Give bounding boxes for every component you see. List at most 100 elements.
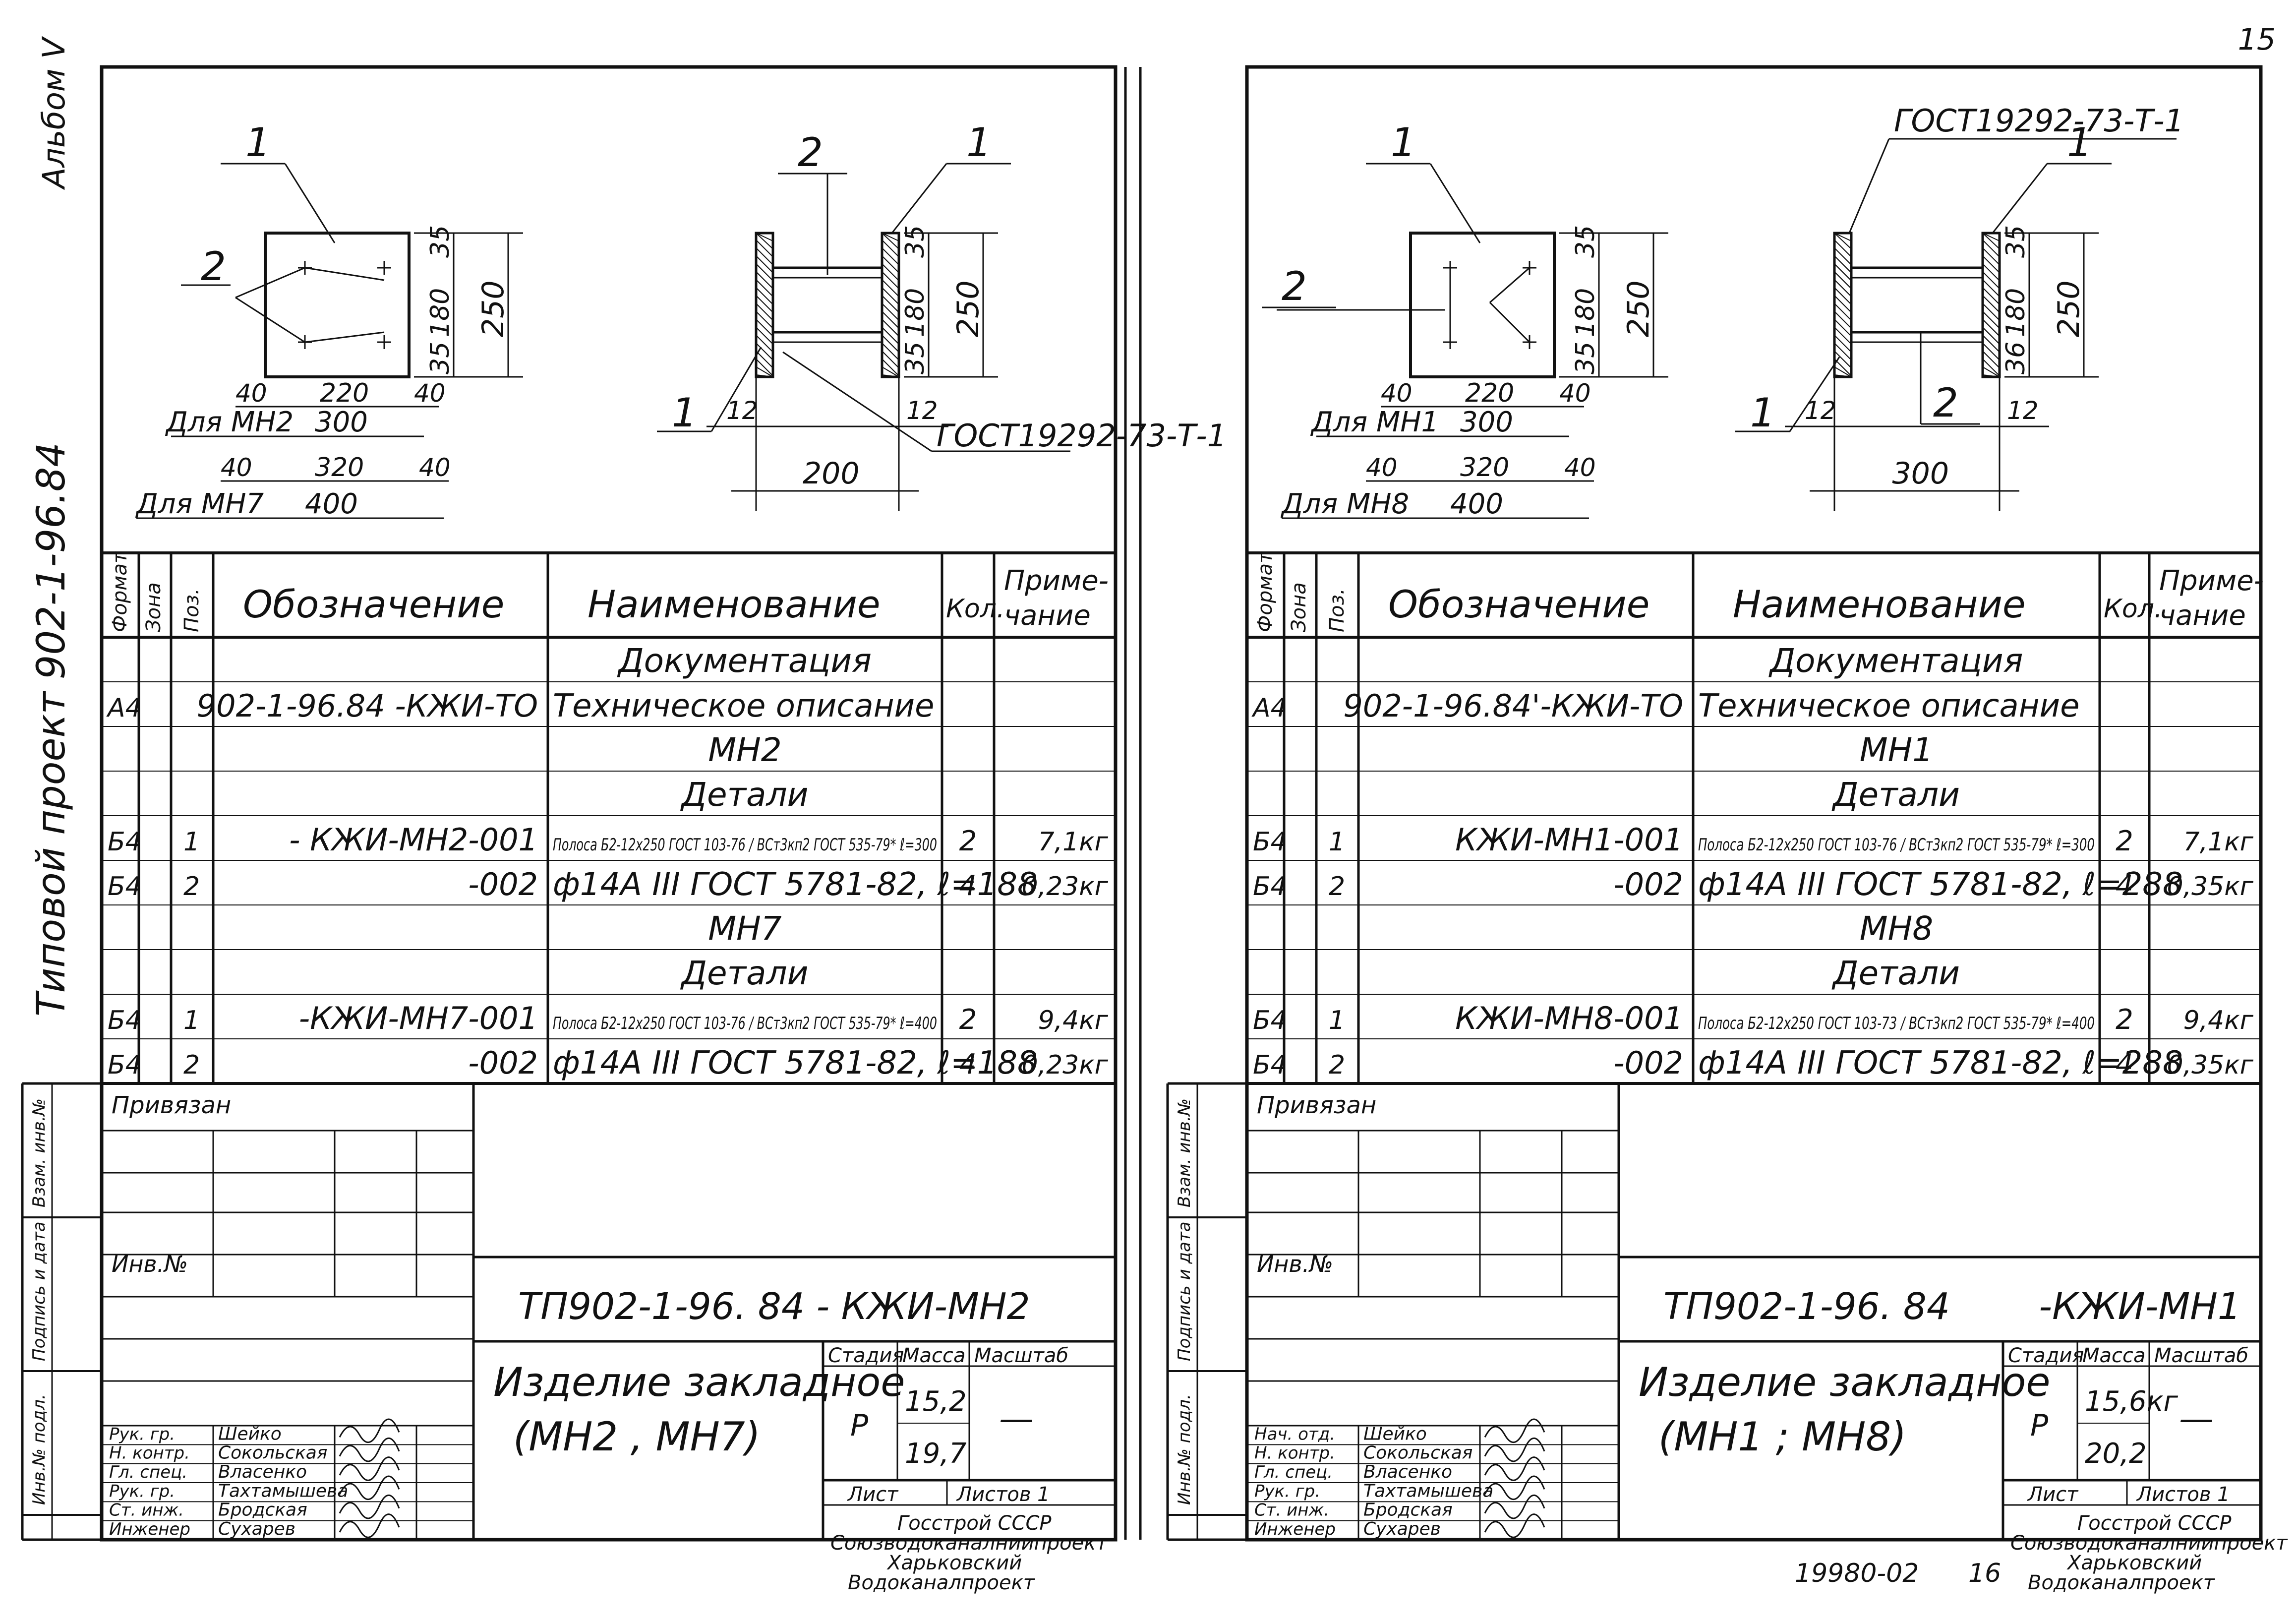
left-staff-name: Тахтамышева: [218, 1481, 348, 1501]
right-side-label-vzam: Взам. инв.№: [1175, 1098, 1194, 1207]
left-row-name: ф14А III ГОСТ 5781-82, ℓ=188: [553, 1045, 1038, 1081]
left-staff-role: Ст. инж.: [109, 1501, 184, 1520]
right-row-note: 0,35кг: [2167, 872, 2253, 901]
left-row-name: Детали: [680, 776, 808, 814]
left-leader-line: [891, 163, 947, 234]
right-row-name: Детали: [1831, 954, 1960, 992]
left-stage-header: Стадия: [828, 1344, 904, 1367]
left-dim-300: 300: [315, 406, 368, 438]
left-row-name: МН7: [708, 909, 782, 948]
right-staff-name: Сокольская: [1363, 1443, 1472, 1463]
right-staff-name: Сухарев: [1363, 1519, 1441, 1539]
right-dim-320: 320: [1460, 453, 1509, 482]
right-org-4: Водоканалпроект: [2028, 1571, 2216, 1594]
right-dim-180: 180: [2001, 288, 2031, 337]
left-row-qty: 2: [959, 1004, 977, 1036]
left-row-pos: 2: [183, 872, 200, 901]
right-row-qty: 2: [2116, 1004, 2133, 1036]
right-signature: [1484, 1475, 1545, 1501]
right-title-2: (МН1 ; МН8): [1658, 1414, 1906, 1460]
right-staff-name: Шейко: [1363, 1424, 1427, 1444]
right-hdr-qty: Кол.: [2104, 594, 2163, 624]
right-dim-35: 35: [2001, 225, 2031, 258]
left-row-name: Полоса Б2-12х250 ГОСТ 103-76 / ВСт3кп2 Г…: [553, 1014, 937, 1033]
left-row-designation: 902-1-96.84 -КЖИ-ТО: [197, 688, 538, 724]
right-scale-value: —: [2179, 1398, 2214, 1439]
right-hdr-pos: Поз.: [1326, 588, 1349, 632]
right-gost-callout: ГОСТ19292-73-Т-1: [1894, 103, 2184, 139]
right-row-pos: 1: [1329, 827, 1345, 857]
right-row-pos: 1: [1329, 1006, 1345, 1035]
left-staff-name: Сокольская: [218, 1443, 327, 1463]
right-signature: [1484, 1513, 1545, 1538]
right-dim-40: 40: [1381, 379, 1413, 408]
right-row-name: Детали: [1831, 776, 1960, 814]
right-callout-1: 1: [1391, 120, 1416, 166]
left-row-format: Б4: [108, 1050, 142, 1080]
right-row-format: Б4: [1253, 827, 1287, 857]
left-row-designation: -002: [468, 866, 538, 902]
right-row-qty: 4: [2116, 870, 2133, 902]
left-signature: [339, 1475, 400, 1501]
left-dim-250: 250: [476, 280, 511, 337]
left-side-label-vzam: Взам. инв.№: [29, 1098, 49, 1207]
left-stage-value: Р: [850, 1408, 869, 1443]
right-row-designation: КЖИ-МН8-001: [1455, 1000, 1683, 1036]
left-row-name: ф14А III ГОСТ 5781-82, ℓ=188: [553, 866, 1038, 903]
left-row-qty: 2: [959, 825, 977, 857]
right-row-qty: 2: [2116, 825, 2133, 857]
right-org-3: Харьковский: [2066, 1552, 2202, 1574]
right-row-pos: 2: [1329, 1050, 1345, 1080]
right-mass-1: 15,6кг: [2085, 1385, 2178, 1418]
left-dim-400: 400: [305, 488, 358, 520]
right-dim-35: 35: [1571, 225, 1600, 258]
right-org-2: Союзводоканалниипроект: [2010, 1532, 2288, 1555]
left-row-name: Документация: [617, 642, 872, 680]
left-row-qty: 4: [959, 1048, 977, 1081]
right-plate-right: [1981, 232, 2001, 378]
left-row-pos: 2: [183, 1050, 200, 1080]
left-row-qty: 4: [959, 870, 977, 902]
left-dim-35: 35: [900, 225, 930, 258]
left-staff-name: Бродская: [218, 1500, 307, 1520]
left-signature: [339, 1513, 400, 1538]
right-signature: [1484, 1456, 1545, 1481]
right-row-note: 0,35кг: [2167, 1050, 2253, 1080]
left-row-designation: -КЖИ-МН7-001: [299, 1000, 538, 1036]
left-mass-header: Масса: [902, 1344, 966, 1367]
right-sheets-label: Листов 1: [2136, 1483, 2230, 1506]
right-row-name: ф14А III ГОСТ 5781-82, ℓ=288: [1698, 866, 2183, 903]
right-row-format: А4: [1251, 693, 1287, 723]
right-row-name: Документация: [1768, 642, 2023, 680]
right-callout-2: 2: [1282, 263, 1307, 309]
right-callout-1: 1: [2067, 120, 2092, 166]
right-staff-name: Тахтамышева: [1363, 1481, 1493, 1501]
right-row-designation: 902-1-96.84'-КЖИ-ТО: [1343, 688, 1683, 724]
right-staff-role: Ст. инж.: [1254, 1501, 1329, 1520]
page-number: 15: [2238, 22, 2276, 57]
right-staff-role: Рук. гр.: [1254, 1481, 1320, 1501]
left-dim-220: 220: [320, 378, 369, 408]
right-staff-name: Власенко: [1363, 1462, 1452, 1482]
left-leader-line: [284, 163, 336, 243]
right-hdr-name: Наименование: [1733, 582, 2026, 626]
left-dim-35: 35: [425, 225, 455, 258]
right-dim-220: 220: [1465, 378, 1514, 408]
left-sheets-label: Листов 1: [956, 1483, 1050, 1506]
right-dim-400: 400: [1450, 488, 1503, 520]
right-staff-role: Инженер: [1254, 1519, 1336, 1539]
left-dim-length: 200: [803, 456, 860, 491]
right-callout-2: 2: [1933, 380, 1958, 426]
right-dim-12: 12: [2007, 396, 2039, 425]
left-hdr-zone: Зона: [142, 582, 165, 632]
right-title-1: Изделие закладное: [1639, 1359, 2051, 1405]
right-sheet-frame: [1245, 65, 2263, 1542]
left-dim-35: 35: [425, 342, 455, 374]
left-callout-1: 1: [245, 120, 271, 166]
right-side-label-inv: Инв.№ подл.: [1175, 1394, 1194, 1505]
left-callout-1: 1: [966, 120, 992, 166]
left-scale-header: Масштаб: [974, 1344, 1068, 1367]
right-row-note: 7,1кг: [2183, 827, 2254, 857]
left-org-2: Союзводоканалниипроект: [830, 1532, 1108, 1555]
